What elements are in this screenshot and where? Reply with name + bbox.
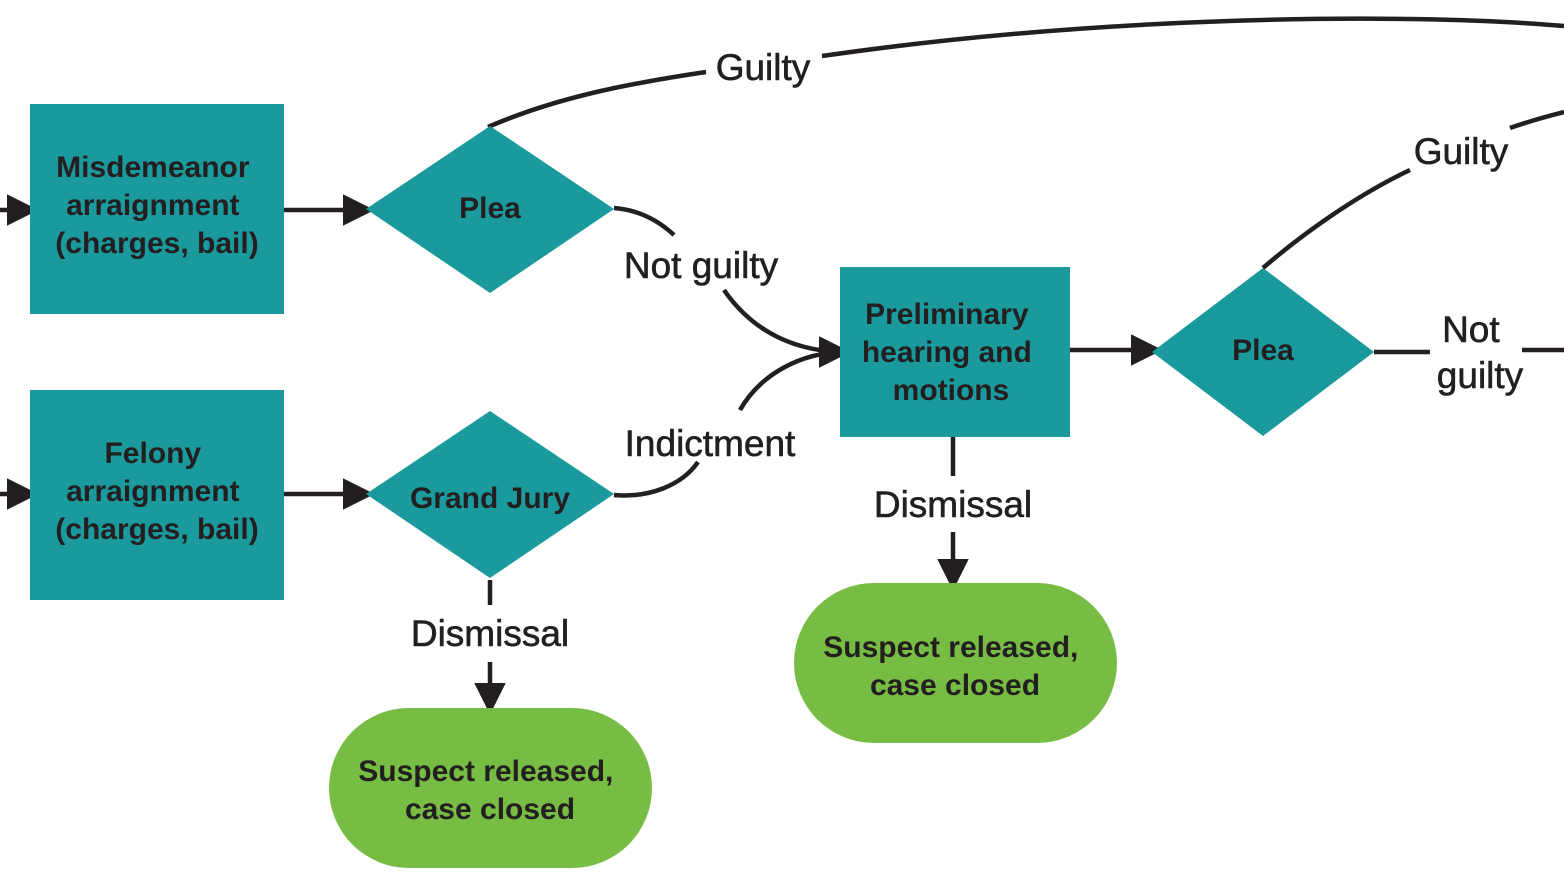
node-label: Misdemeanor arraignment (charges, bail)	[55, 151, 258, 260]
process-box	[840, 267, 1070, 437]
node-label-line: case closed	[870, 669, 1040, 702]
node-felony-arraignment: Felony arraignment (charges, bail)	[30, 390, 284, 600]
edge-label-indictment: Indictment	[625, 423, 796, 464]
node-plea-2: Plea	[1152, 268, 1374, 436]
node-label: Suspect released, case closed	[823, 631, 1086, 702]
node-label: Grand Jury	[410, 482, 570, 515]
node-label-line: motions	[893, 374, 1010, 407]
edge-label-guilty-top: Guilty	[716, 47, 811, 88]
node-label: Preliminary hearing and motions	[862, 298, 1040, 407]
node-released-2: Suspect released, case closed	[794, 583, 1117, 743]
node-label-line: arraignment	[66, 189, 239, 222]
terminal-pill	[329, 708, 652, 868]
node-misdemeanor-arraignment: Misdemeanor arraignment (charges, bail)	[30, 104, 284, 314]
node-released-1: Suspect released, case closed	[329, 708, 652, 868]
node-plea-1: Plea	[366, 126, 614, 293]
node-preliminary-hearing: Preliminary hearing and motions	[840, 267, 1070, 437]
node-grand-jury: Grand Jury	[366, 411, 614, 578]
edge-label-line: guilty	[1437, 355, 1524, 396]
edge-label-guilty-right: Guilty	[1414, 131, 1509, 172]
edge-guilty-right	[1261, 109, 1564, 270]
edge-label-dismissal-grand-jury: Dismissal	[411, 613, 569, 654]
edge-label-dismissal-preliminary: Dismissal	[874, 484, 1032, 525]
node-label: Plea	[1232, 334, 1294, 367]
edge-label-line: Not	[1442, 309, 1500, 350]
node-label-line: (charges, bail)	[55, 513, 258, 546]
node-label-line: hearing and	[862, 336, 1032, 369]
node-label-line: Suspect released,	[358, 755, 613, 788]
process-box	[30, 104, 284, 314]
decision-diamond	[366, 126, 614, 293]
decision-diamond	[366, 411, 614, 578]
decision-diamond	[1152, 268, 1374, 436]
edge-label-not-guilty-2: Not guilty	[1437, 309, 1524, 396]
process-box	[30, 390, 284, 600]
node-label: Suspect released, case closed	[358, 755, 621, 826]
node-label-line: Suspect released,	[823, 631, 1078, 664]
node-label-line: arraignment	[66, 475, 239, 508]
node-label: Felony arraignment (charges, bail)	[55, 437, 258, 546]
edge-guilty-top	[487, 16, 1564, 130]
node-label-line: (charges, bail)	[55, 227, 258, 260]
node-label-line: Felony	[104, 437, 201, 470]
node-label: Plea	[459, 192, 521, 225]
edge-indictment	[613, 352, 846, 498]
node-label-line: Misdemeanor	[56, 151, 250, 184]
node-label-line: case closed	[405, 793, 575, 826]
edge-label-not-guilty-1: Not guilty	[624, 245, 779, 286]
terminal-pill	[794, 583, 1117, 743]
edge-not-guilty-2	[1374, 347, 1564, 355]
node-label-line: Preliminary	[865, 298, 1029, 331]
